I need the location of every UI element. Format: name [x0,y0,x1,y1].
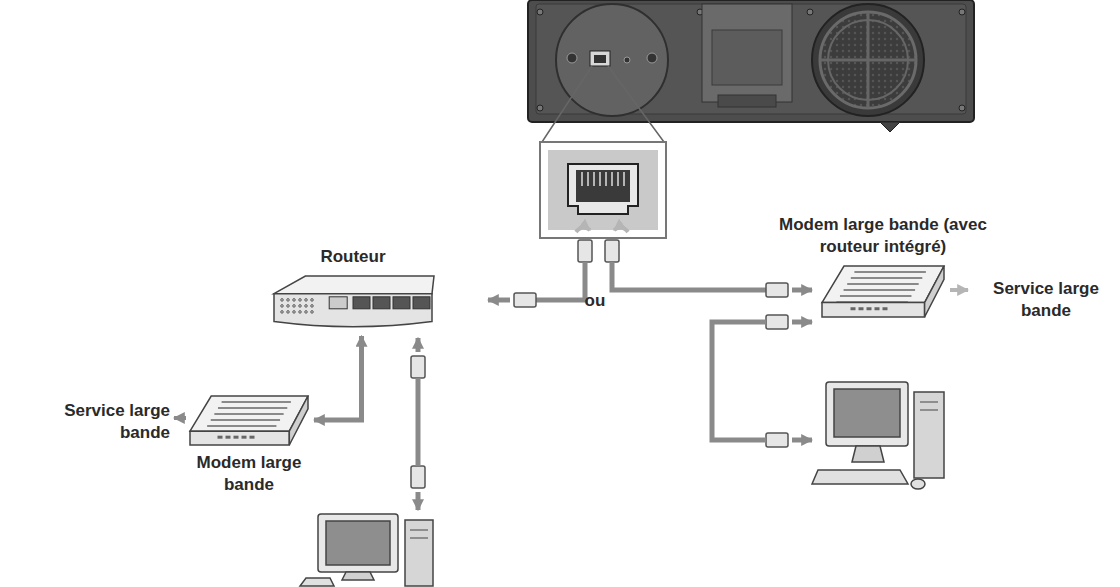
device-panel [528,0,974,132]
network-cable [536,262,766,300]
modem-icon [818,262,948,320]
computer [812,382,944,489]
modem-icon [186,392,312,448]
service-label: Service large bande [20,400,170,444]
modem-device: Modem large bande [186,392,312,496]
device-label: Modem large bande (avec routeur intégré) [778,214,988,258]
modem-device: Modem large bande (avec routeur intégré) [778,214,988,320]
cable-plug [411,283,788,488]
alternative-label: ou [575,290,615,312]
leader-line [542,66,664,142]
device-label: Modem large bande [189,452,309,496]
service-arrow [950,288,968,292]
network-cable [314,336,362,420]
service-label: Service large bande [976,278,1116,322]
computer [300,514,433,586]
device-label: Routeur [320,246,385,268]
network-cable [418,322,766,466]
cable-plug [576,227,628,262]
lan-port-inset [540,142,666,238]
router-icon [268,272,438,334]
router-device: Routeur [268,246,438,334]
connection-arrow [418,290,812,510]
service-arrow [174,416,186,420]
